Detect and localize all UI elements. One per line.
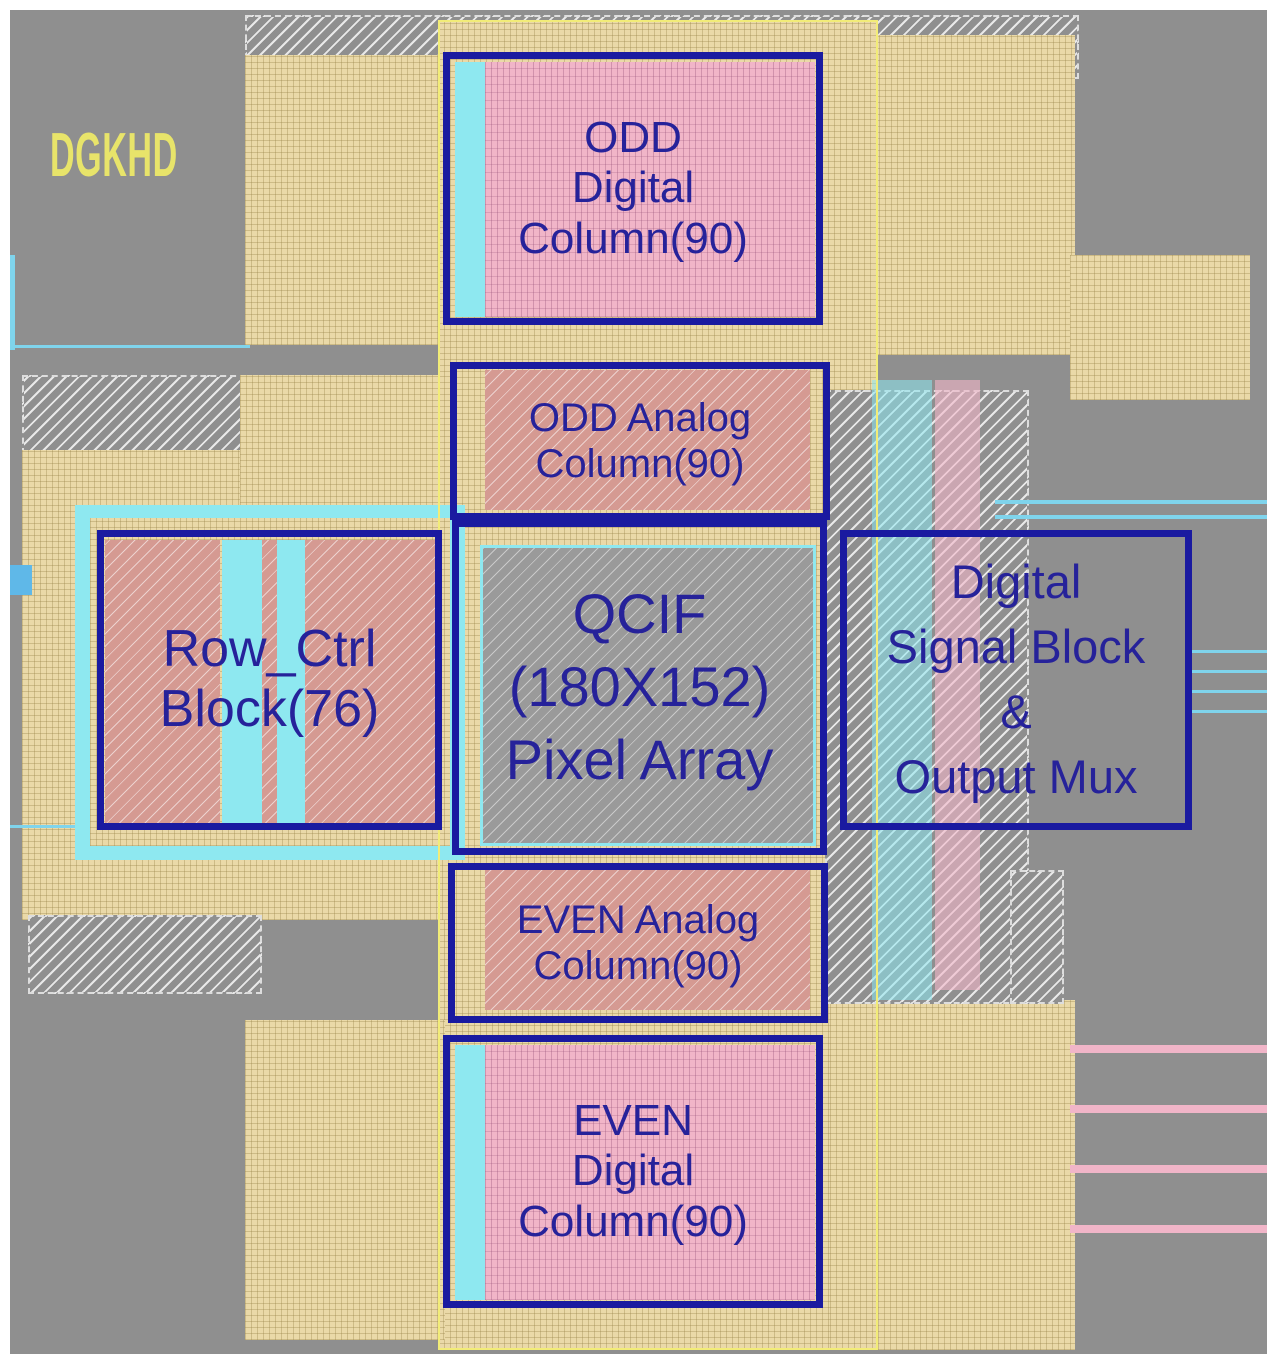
odd-analog-column-block: ODD Analog Column(90): [450, 362, 830, 520]
even-analog-line-2: Column(90): [533, 944, 743, 988]
odd-analog-line-2: Column(90): [535, 442, 745, 486]
odd-analog-line-1: ODD Analog: [528, 396, 752, 440]
digital-signal-line-2: Signal Block: [886, 620, 1146, 674]
right-bus-2: [995, 515, 1267, 519]
layout-diagram: DGKHD ODD Digital Column(90) ODD Analog …: [10, 10, 1267, 1354]
left-wire-1: [10, 255, 15, 350]
right-bus-1: [995, 500, 1267, 504]
logo-text: DGKHD: [50, 121, 178, 190]
pixel-array-line-1: QCIF: [572, 582, 707, 646]
row-ctrl-line-1: Row_Ctrl: [162, 620, 377, 679]
even-analog-column-block: EVEN Analog Column(90): [448, 863, 828, 1023]
right-lower-hatch: [1010, 870, 1064, 1004]
row-ctrl-fill-left: [105, 540, 220, 825]
pixel-array-block: QCIF (180X152) Pixel Array: [452, 520, 827, 855]
even-analog-fill: [485, 870, 810, 1010]
left-lower-hatch: [28, 915, 262, 994]
right-pin-1: [1070, 1045, 1267, 1053]
right-bus-6: [1188, 710, 1267, 713]
right-bus-5: [1188, 690, 1267, 693]
right-vertical-cyan: [872, 380, 932, 1000]
left-upper-mid-tan: [240, 375, 450, 515]
digital-signal-line-1: Digital: [950, 555, 1082, 609]
even-analog-line-1: EVEN Analog: [516, 898, 760, 942]
right-vertical-pink: [935, 380, 980, 990]
even-digital-line-2: Digital: [571, 1146, 695, 1196]
right-bus-4: [1188, 670, 1267, 673]
left-wire-4: [10, 825, 75, 828]
digital-signal-block: Digital Signal Block & Output Mux: [840, 530, 1192, 830]
odd-digital-fill: [455, 62, 815, 317]
left-hatch-region: [22, 375, 246, 454]
lower-left-tan-region: [245, 1020, 445, 1340]
odd-digital-line-3: Column(90): [518, 213, 748, 263]
row-ctrl-fill-right: [305, 540, 435, 825]
pixel-array-line-2: (180X152): [508, 655, 771, 719]
odd-digital-column-block: ODD Digital Column(90): [443, 52, 823, 325]
even-digital-cyan-edge: [455, 1045, 485, 1300]
odd-digital-line-1: ODD: [584, 112, 682, 162]
row-ctrl-fill-mid: [262, 540, 277, 825]
row-ctrl-cyan-bar-2: [277, 540, 305, 825]
even-digital-line-1: EVEN: [573, 1095, 693, 1145]
left-wire-2: [10, 345, 250, 348]
even-digital-line-3: Column(90): [518, 1196, 748, 1246]
left-wire-3: [10, 565, 32, 595]
row-ctrl-line-2: Block(76): [159, 680, 380, 738]
digital-signal-line-4: Output Mux: [894, 749, 1138, 803]
odd-digital-line-2: Digital: [571, 163, 695, 213]
right-pin-2: [1070, 1105, 1267, 1113]
lower-right-tan-region: [830, 1000, 1075, 1350]
row-ctrl-block: Row_Ctrl Block(76): [97, 530, 442, 830]
row-ctrl-cyan-bar-1: [222, 540, 262, 825]
digital-signal-line-3: &: [1000, 685, 1032, 738]
pixel-array-line-3: Pixel Array: [505, 727, 774, 791]
even-digital-column-block: EVEN Digital Column(90): [443, 1035, 823, 1308]
right-bus-3: [1188, 650, 1267, 653]
right-pin-3: [1070, 1165, 1267, 1173]
upper-left-tan-region: [245, 55, 445, 345]
far-right-tan-region: [1070, 255, 1250, 400]
even-digital-fill: [455, 1045, 815, 1300]
right-pin-4: [1070, 1225, 1267, 1233]
odd-analog-fill: [485, 370, 810, 510]
pixel-array-fill: [480, 545, 816, 846]
odd-digital-cyan-edge: [455, 62, 485, 317]
